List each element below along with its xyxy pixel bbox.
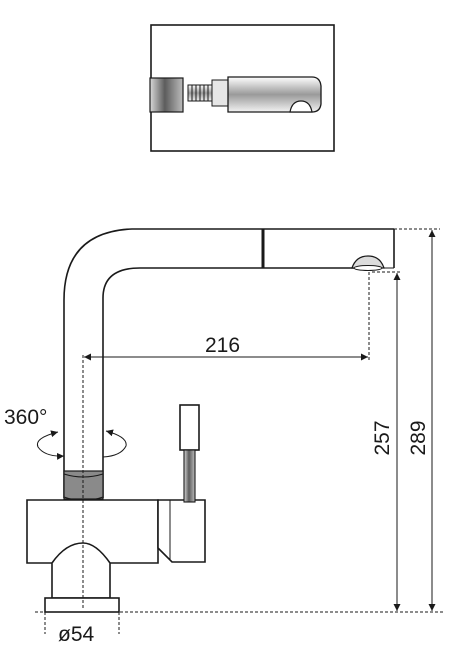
spout-height-label: 257 (371, 420, 394, 455)
rotation-arrow-left (36, 430, 65, 460)
detail-spray-nozzle (289, 100, 313, 113)
total-height-label: 289 (407, 420, 430, 455)
body-block (26, 499, 159, 564)
detail-pipe (149, 77, 184, 113)
spout-outer-line (63, 228, 394, 498)
base-diameter-label: ø54 (58, 623, 95, 646)
base-plate (44, 597, 120, 613)
rotation-label: 360° (4, 406, 47, 429)
reach-dimension: 216 (82, 272, 370, 608)
base-diameter-dimension: ø54 (44, 612, 120, 646)
faucet-body (26, 228, 395, 613)
rotation-arrow-right (102, 429, 127, 458)
reach-label: 216 (205, 334, 240, 357)
height-dimensions: 257 289 (35, 228, 444, 613)
lever-handle (179, 404, 200, 451)
spout-nozzle (351, 255, 385, 269)
spout-inner-line (102, 267, 357, 498)
rotation-indicator: 360° (4, 406, 127, 460)
lever-stem (183, 449, 196, 503)
lever-housing (157, 499, 206, 563)
detail-inset (149, 24, 335, 152)
detail-hose-connector (187, 79, 229, 107)
base-pedestal (51, 563, 111, 599)
